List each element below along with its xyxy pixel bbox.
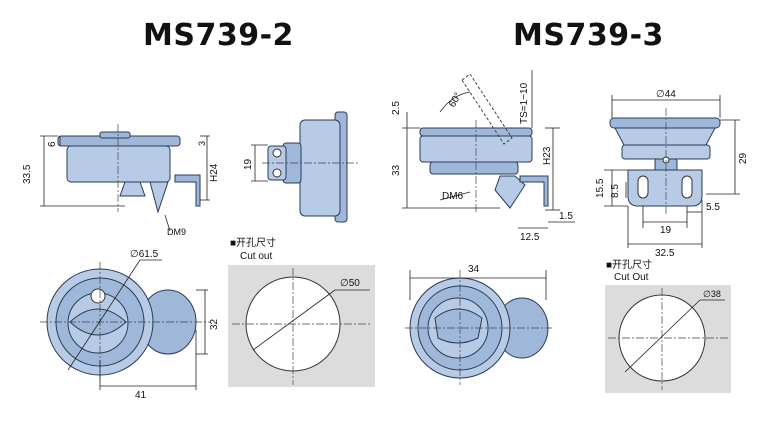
title-ms739-2: MS739-2	[143, 18, 294, 53]
ms739-3-cutout: ■开孔尺寸 Cut Out ∅38	[605, 258, 731, 393]
dim-dm: DM9	[167, 227, 186, 237]
dim-front-height: 32	[209, 318, 220, 330]
dim-flange: 6	[47, 141, 58, 147]
cutout-label-cn: ■开孔尺寸	[230, 236, 276, 249]
ms739-3-side-view: 2.5 60° TS=1~10 33 H23 DM6 1.5 12.5	[391, 70, 575, 243]
dim-profile-slot: 8.5	[610, 184, 621, 198]
ms739-3-profile-view: ∅44 29 15.5 8.5 19 5.5 32.5	[595, 89, 749, 259]
dim-profile-diameter: ∅44	[656, 89, 676, 100]
dim-side-overall: 33	[391, 164, 402, 176]
dim-profile-height: 19	[243, 158, 254, 170]
dim-profile-width: 32.5	[655, 248, 675, 259]
cutout-label-en: Cut out	[240, 251, 272, 262]
dim-side-dm: DM6	[442, 191, 464, 202]
dim-front-width-34: 34	[468, 264, 480, 275]
title-ms739-3: MS739-3	[513, 18, 664, 53]
ms739-2-front-view: ∅61.5 32 41	[40, 249, 220, 401]
cutout-label-cn: ■开孔尺寸	[606, 258, 652, 271]
dim-profile-base: 15.5	[595, 178, 606, 198]
dim-profile-height: 29	[738, 152, 749, 164]
ms739-2-side-view: 33.5 6 3 H24 DM9	[22, 124, 220, 237]
cutout-diameter: ∅38	[703, 289, 721, 299]
ms739-2-profile-view: 19	[243, 111, 360, 223]
dim-overall-height: 33.5	[22, 164, 33, 184]
dim-profile-edge: 5.5	[706, 202, 720, 213]
dim-side-angle: 60°	[447, 91, 464, 110]
dim-handle: H24	[209, 163, 220, 182]
cutout-diameter: ∅50	[340, 278, 360, 289]
dim-front-diameter: ∅61.5	[130, 249, 159, 260]
dim-side-offset: 12.5	[520, 232, 540, 243]
dim-profile-center: 19	[660, 225, 672, 236]
dim-front-width: 41	[135, 390, 147, 401]
dim-side-handle: H23	[542, 146, 553, 165]
ms739-3-front-view: 34	[405, 264, 552, 385]
dim-top: 3	[197, 141, 207, 146]
dim-side-ts: TS=1~10	[519, 82, 530, 124]
cutout-label-en: Cut Out	[614, 272, 649, 283]
dim-side-thickness: 1.5	[559, 211, 573, 222]
ms739-2-cutout: ■开孔尺寸 Cut out ∅50	[228, 236, 375, 387]
dim-side-top: 2.5	[391, 101, 402, 115]
